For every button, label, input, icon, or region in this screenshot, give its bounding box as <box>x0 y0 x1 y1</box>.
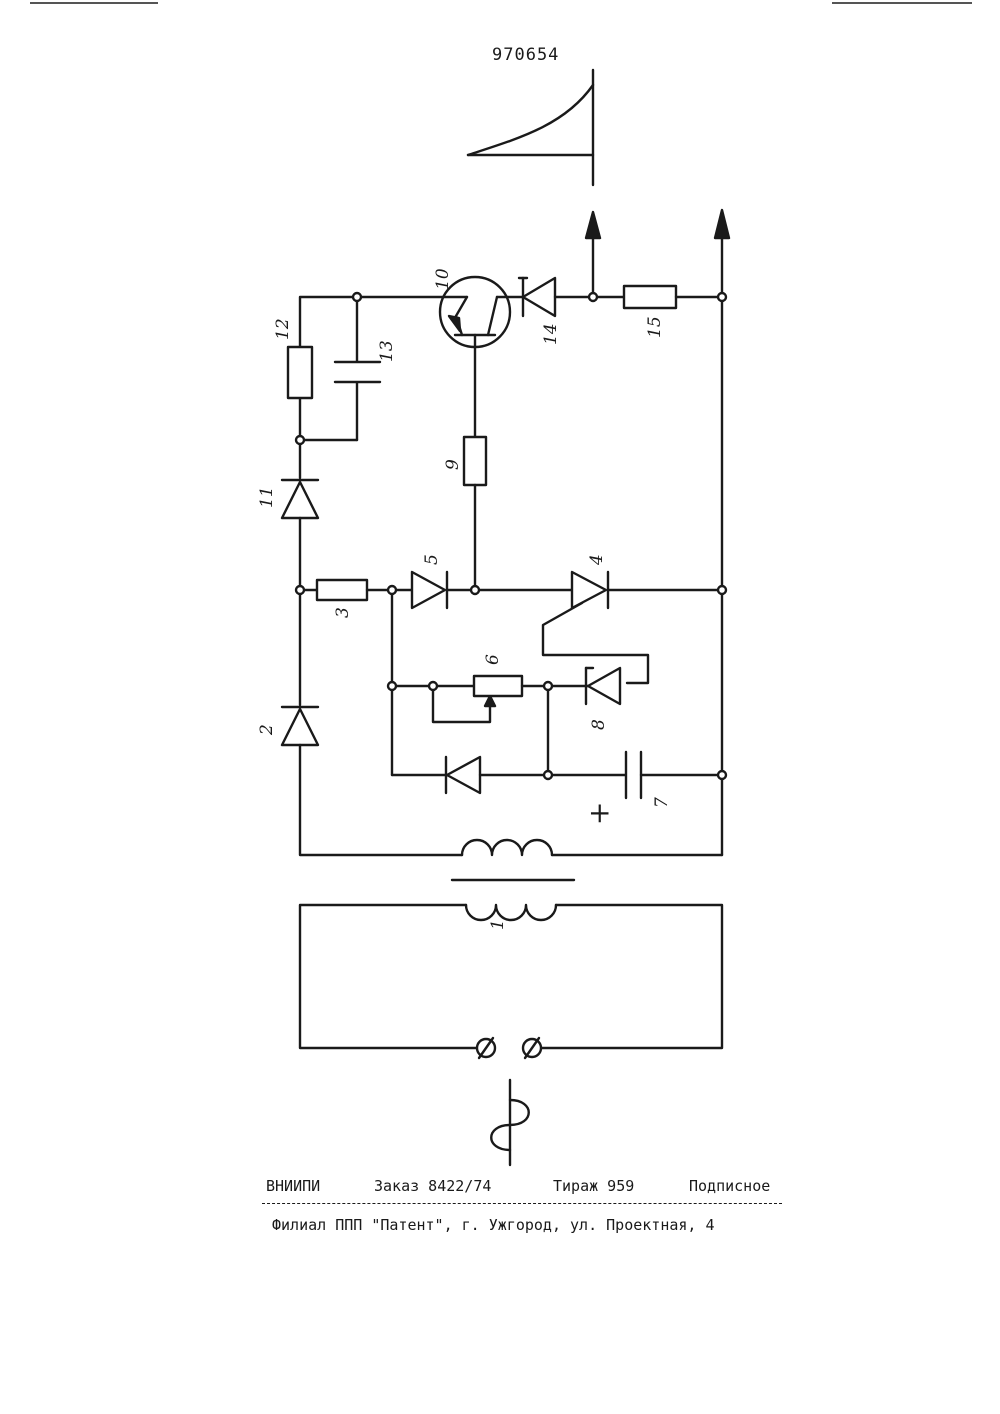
label-3: 3 <box>333 607 353 618</box>
diode-5 <box>412 572 447 608</box>
diode-11 <box>282 480 318 518</box>
rc-branch-12-13 <box>300 297 467 440</box>
label-11: 11 <box>257 486 277 508</box>
resistor-9 <box>464 437 486 485</box>
imprint-divider <box>262 1203 782 1204</box>
label-15: 15 <box>645 316 665 338</box>
label-7: 7 <box>652 797 672 808</box>
input-waveform <box>491 1080 529 1165</box>
wiper-arrow <box>485 696 495 706</box>
label-5: 5 <box>422 554 442 565</box>
diode-8 <box>586 668 620 704</box>
output-terminal-right <box>715 210 729 296</box>
transformer-1 <box>300 840 722 1048</box>
imprint-subscription: Подписное <box>689 1177 770 1195</box>
diode-2 <box>282 707 318 745</box>
polarity-plus: + <box>588 796 611 829</box>
label-4: 4 <box>587 554 607 566</box>
capacitor-7 <box>626 752 641 798</box>
capacitor-13 <box>335 362 380 382</box>
potentiometer-6 <box>474 676 522 696</box>
label-2: 2 <box>257 724 277 736</box>
resistor-12 <box>288 347 312 398</box>
label-10: 10 <box>433 268 453 290</box>
resistor-15 <box>624 286 676 308</box>
input-terminal-left <box>477 1038 495 1058</box>
imprint-print-run: Тираж 959 <box>553 1177 634 1195</box>
label-14: 14 <box>541 323 561 345</box>
label-13: 13 <box>377 340 397 362</box>
label-8: 8 <box>589 719 609 730</box>
junction-dots <box>296 293 726 779</box>
output-waveform <box>468 70 593 185</box>
label-6: 6 <box>483 654 503 665</box>
imprint-order: Заказ 8422/74 <box>374 1177 491 1195</box>
label-9: 9 <box>443 459 463 470</box>
bottom-diode <box>446 757 480 793</box>
thyristor-4 <box>543 572 648 683</box>
diode-14 <box>519 278 555 316</box>
label-12: 12 <box>273 318 293 340</box>
imprint-branch-address: Филиал ППП "Патент", г. Ужгород, ул. Про… <box>272 1216 715 1234</box>
input-terminal-right <box>523 1038 541 1058</box>
label-1: 1 <box>488 919 508 930</box>
left-rail-lower <box>300 745 462 855</box>
resistor-3 <box>317 580 367 600</box>
imprint-organization: ВНИИПИ <box>266 1177 320 1195</box>
output-terminal-left <box>586 212 600 296</box>
